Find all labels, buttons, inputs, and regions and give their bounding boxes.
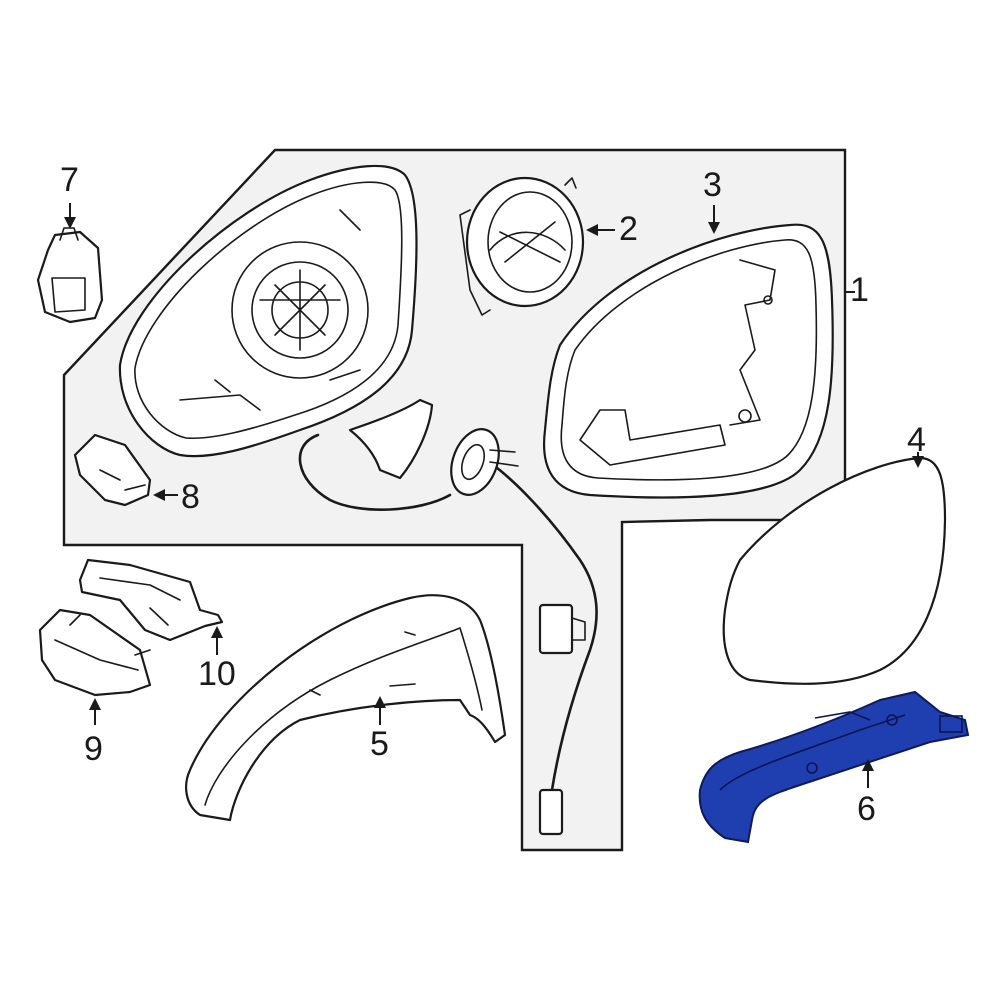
callout-4: 4 — [907, 421, 926, 459]
callout-9: 9 — [84, 730, 103, 768]
turn-signal-lamp — [698, 690, 970, 844]
callout-1: 1 — [850, 271, 869, 309]
mirror-housing — [118, 164, 434, 480]
callout-2: 2 — [619, 210, 638, 248]
leader-arrows — [64, 203, 924, 788]
mirror-cover — [185, 594, 507, 822]
part-10-bracket — [78, 558, 224, 642]
part-7-module — [36, 227, 104, 324]
callout-6: 6 — [857, 790, 876, 828]
wire-harness — [298, 433, 452, 511]
callout-8: 8 — [181, 478, 200, 516]
connector-upper — [538, 603, 574, 655]
callout-7: 7 — [60, 161, 79, 199]
mirror-glass — [722, 456, 947, 685]
part-8-sensor — [73, 433, 152, 507]
grommet — [450, 428, 500, 496]
mirror-motor — [459, 176, 585, 316]
callout-3: 3 — [703, 166, 722, 204]
part-9-module — [38, 608, 152, 697]
glass-backing-plate — [543, 223, 834, 499]
callout-10: 10 — [198, 655, 236, 693]
connector-lower — [538, 788, 564, 836]
callout-5: 5 — [370, 725, 389, 763]
